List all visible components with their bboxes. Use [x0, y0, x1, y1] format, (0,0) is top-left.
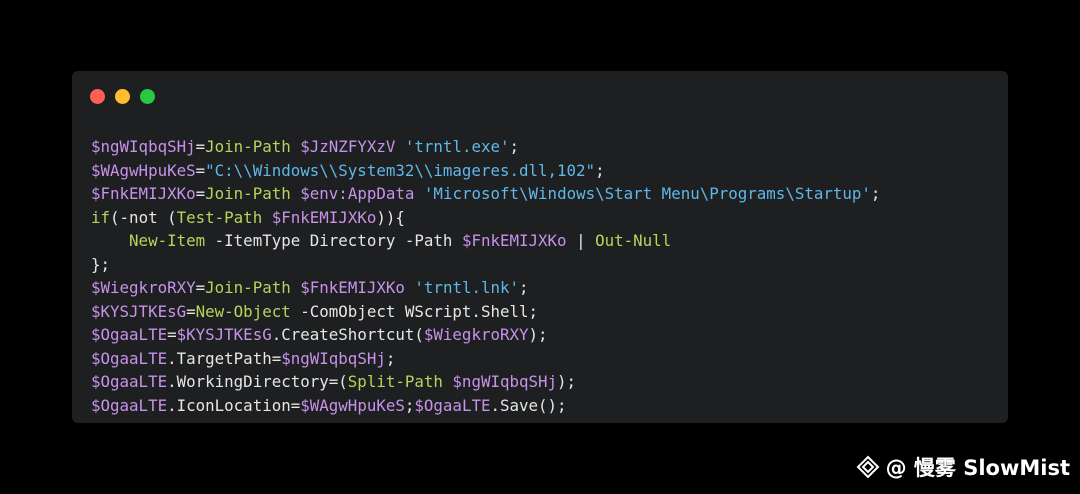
- code-token-plain: (-not (: [110, 207, 177, 227]
- code-token-plain: [414, 184, 424, 203]
- code-token-var: $FnkEMIJXKo: [461, 231, 567, 250]
- code-token-cmd: Split-Path: [347, 372, 443, 391]
- code-token-var: $KYSJTKEsG: [176, 325, 272, 344]
- code-token-var: $FnkEMIJXKo: [91, 184, 196, 203]
- code-token-var: $WiegkroRXY: [91, 278, 196, 297]
- window-controls: [90, 89, 155, 104]
- code-token-var: $OgaaLTE: [414, 395, 491, 415]
- code-token-str: 'trntl.exe': [404, 137, 510, 156]
- code-line: $OgaaLTE.TargetPath=$ngWIqbqSHj;: [91, 347, 880, 371]
- code-line: $KYSJTKEsG=New-Object -ComObject WScript…: [91, 300, 880, 324]
- code-line: $OgaaLTE=$KYSJTKEsG.CreateShortcut($Wieg…: [91, 323, 880, 347]
- code-token-plain: [405, 278, 415, 297]
- code-token-plain: );: [557, 372, 577, 391]
- code-token-var: $ngWIqbqSHj: [91, 137, 196, 156]
- code-token-cmd: New-Item: [129, 231, 206, 250]
- code-token-plain: =: [195, 184, 206, 203]
- code-token-plain: [291, 278, 301, 297]
- code-token-var: $FnkEMIJXKo: [271, 207, 377, 227]
- code-token-plain: )){: [376, 207, 405, 227]
- code-token-var: $WiegkroRXY: [423, 325, 529, 344]
- code-token-str: 'trntl.lnk': [414, 278, 520, 297]
- code-token-var: $WAgwHpuKeS: [300, 395, 405, 415]
- code-token-plain: =: [195, 137, 206, 156]
- code-token-plain: =: [186, 301, 196, 321]
- code-token-str: "C:\\Windows\\System32\\imageres.dll,102…: [205, 160, 596, 180]
- code-token-var: $OgaaLTE: [91, 348, 168, 368]
- code-token-plain: ;: [404, 395, 415, 415]
- code-token-str: 'Microsoft\Windows\Start Menu\Programs\S…: [423, 184, 871, 203]
- code-token-plain: [395, 137, 405, 156]
- code-block: $ngWIqbqSHj=Join-Path $JzNZFYXzV 'trntl.…: [91, 135, 880, 417]
- code-token-var: $OgaaLTE: [91, 395, 168, 415]
- code-token-plain: [443, 372, 453, 391]
- code-token-cmd: New-Object: [195, 301, 291, 321]
- zoom-dot-icon[interactable]: [140, 89, 155, 104]
- code-token-var: $FnkEMIJXKo: [300, 278, 405, 297]
- code-line: };: [91, 253, 880, 277]
- code-token-plain: -ItemType Directory -Path: [205, 231, 462, 250]
- code-line: $ngWIqbqSHj=Join-Path $JzNZFYXzV 'trntl.…: [91, 135, 880, 159]
- code-token-cmd: Out-Null: [595, 231, 672, 250]
- code-token-plain: ;: [509, 137, 520, 156]
- code-token-plain: };: [91, 254, 111, 274]
- code-token-plain: .Save();: [490, 395, 567, 415]
- code-token-cmd: Join-Path: [205, 184, 291, 203]
- code-line: if(-not (Test-Path $FnkEMIJXKo)){: [91, 206, 880, 230]
- code-token-plain: .WorkingDirectory=(: [167, 372, 348, 391]
- code-token-plain: [91, 231, 129, 250]
- code-token-var: $OgaaLTE: [91, 325, 168, 344]
- minimize-dot-icon[interactable]: [115, 89, 130, 104]
- code-line: $FnkEMIJXKo=Join-Path $env:AppData 'Micr…: [91, 182, 880, 206]
- code-token-var: $ngWIqbqSHj: [452, 372, 558, 391]
- code-line: $OgaaLTE.IconLocation=$WAgwHpuKeS;$OgaaL…: [91, 394, 880, 418]
- code-token-plain: [291, 137, 301, 156]
- code-window: $ngWIqbqSHj=Join-Path $JzNZFYXzV 'trntl.…: [72, 71, 1008, 423]
- code-token-plain: );: [528, 325, 548, 344]
- code-token-cmd: Join-Path: [205, 137, 291, 156]
- code-line: $OgaaLTE.WorkingDirectory=(Split-Path $n…: [91, 370, 880, 394]
- code-token-plain: =: [195, 160, 206, 180]
- code-token-plain: .TargetPath=: [167, 348, 282, 368]
- close-dot-icon[interactable]: [90, 89, 105, 104]
- code-token-cmd: Test-Path: [176, 207, 263, 227]
- code-token-plain: .IconLocation=: [167, 395, 301, 415]
- code-token-plain: ;: [385, 348, 396, 368]
- code-token-plain: ;: [519, 278, 529, 297]
- code-token-plain: =: [195, 278, 206, 297]
- code-token-var: $ngWIqbqSHj: [281, 348, 386, 368]
- code-token-var: $KYSJTKEsG: [91, 301, 187, 321]
- watermark: @ 慢雾 SlowMist: [856, 452, 1070, 482]
- code-token-plain: [262, 208, 272, 227]
- slowmist-logo-icon: [856, 455, 880, 479]
- code-token-plain: .CreateShortcut(: [271, 325, 424, 344]
- code-token-cmd: Join-Path: [205, 278, 291, 297]
- code-token-plain: [291, 184, 301, 203]
- code-line: $WiegkroRXY=Join-Path $FnkEMIJXKo 'trntl…: [91, 276, 880, 300]
- code-token-plain: |: [566, 231, 596, 250]
- code-token-var: $JzNZFYXzV: [300, 137, 396, 156]
- code-line: New-Item -ItemType Directory -Path $FnkE…: [91, 229, 880, 253]
- code-token-cmd: if: [91, 207, 111, 227]
- code-token-var: $OgaaLTE: [91, 372, 168, 391]
- code-token-plain: ;: [595, 160, 605, 180]
- watermark-text: @ 慢雾 SlowMist: [885, 456, 1070, 480]
- code-token-var: $WAgwHpuKeS: [91, 160, 196, 180]
- code-token-plain: ;: [870, 184, 881, 203]
- code-token-var: $env:AppData: [300, 184, 415, 203]
- code-token-plain: =: [167, 325, 177, 344]
- code-token-plain: -ComObject WScript.Shell;: [290, 301, 539, 321]
- code-line: $WAgwHpuKeS="C:\\Windows\\System32\\imag…: [91, 159, 880, 183]
